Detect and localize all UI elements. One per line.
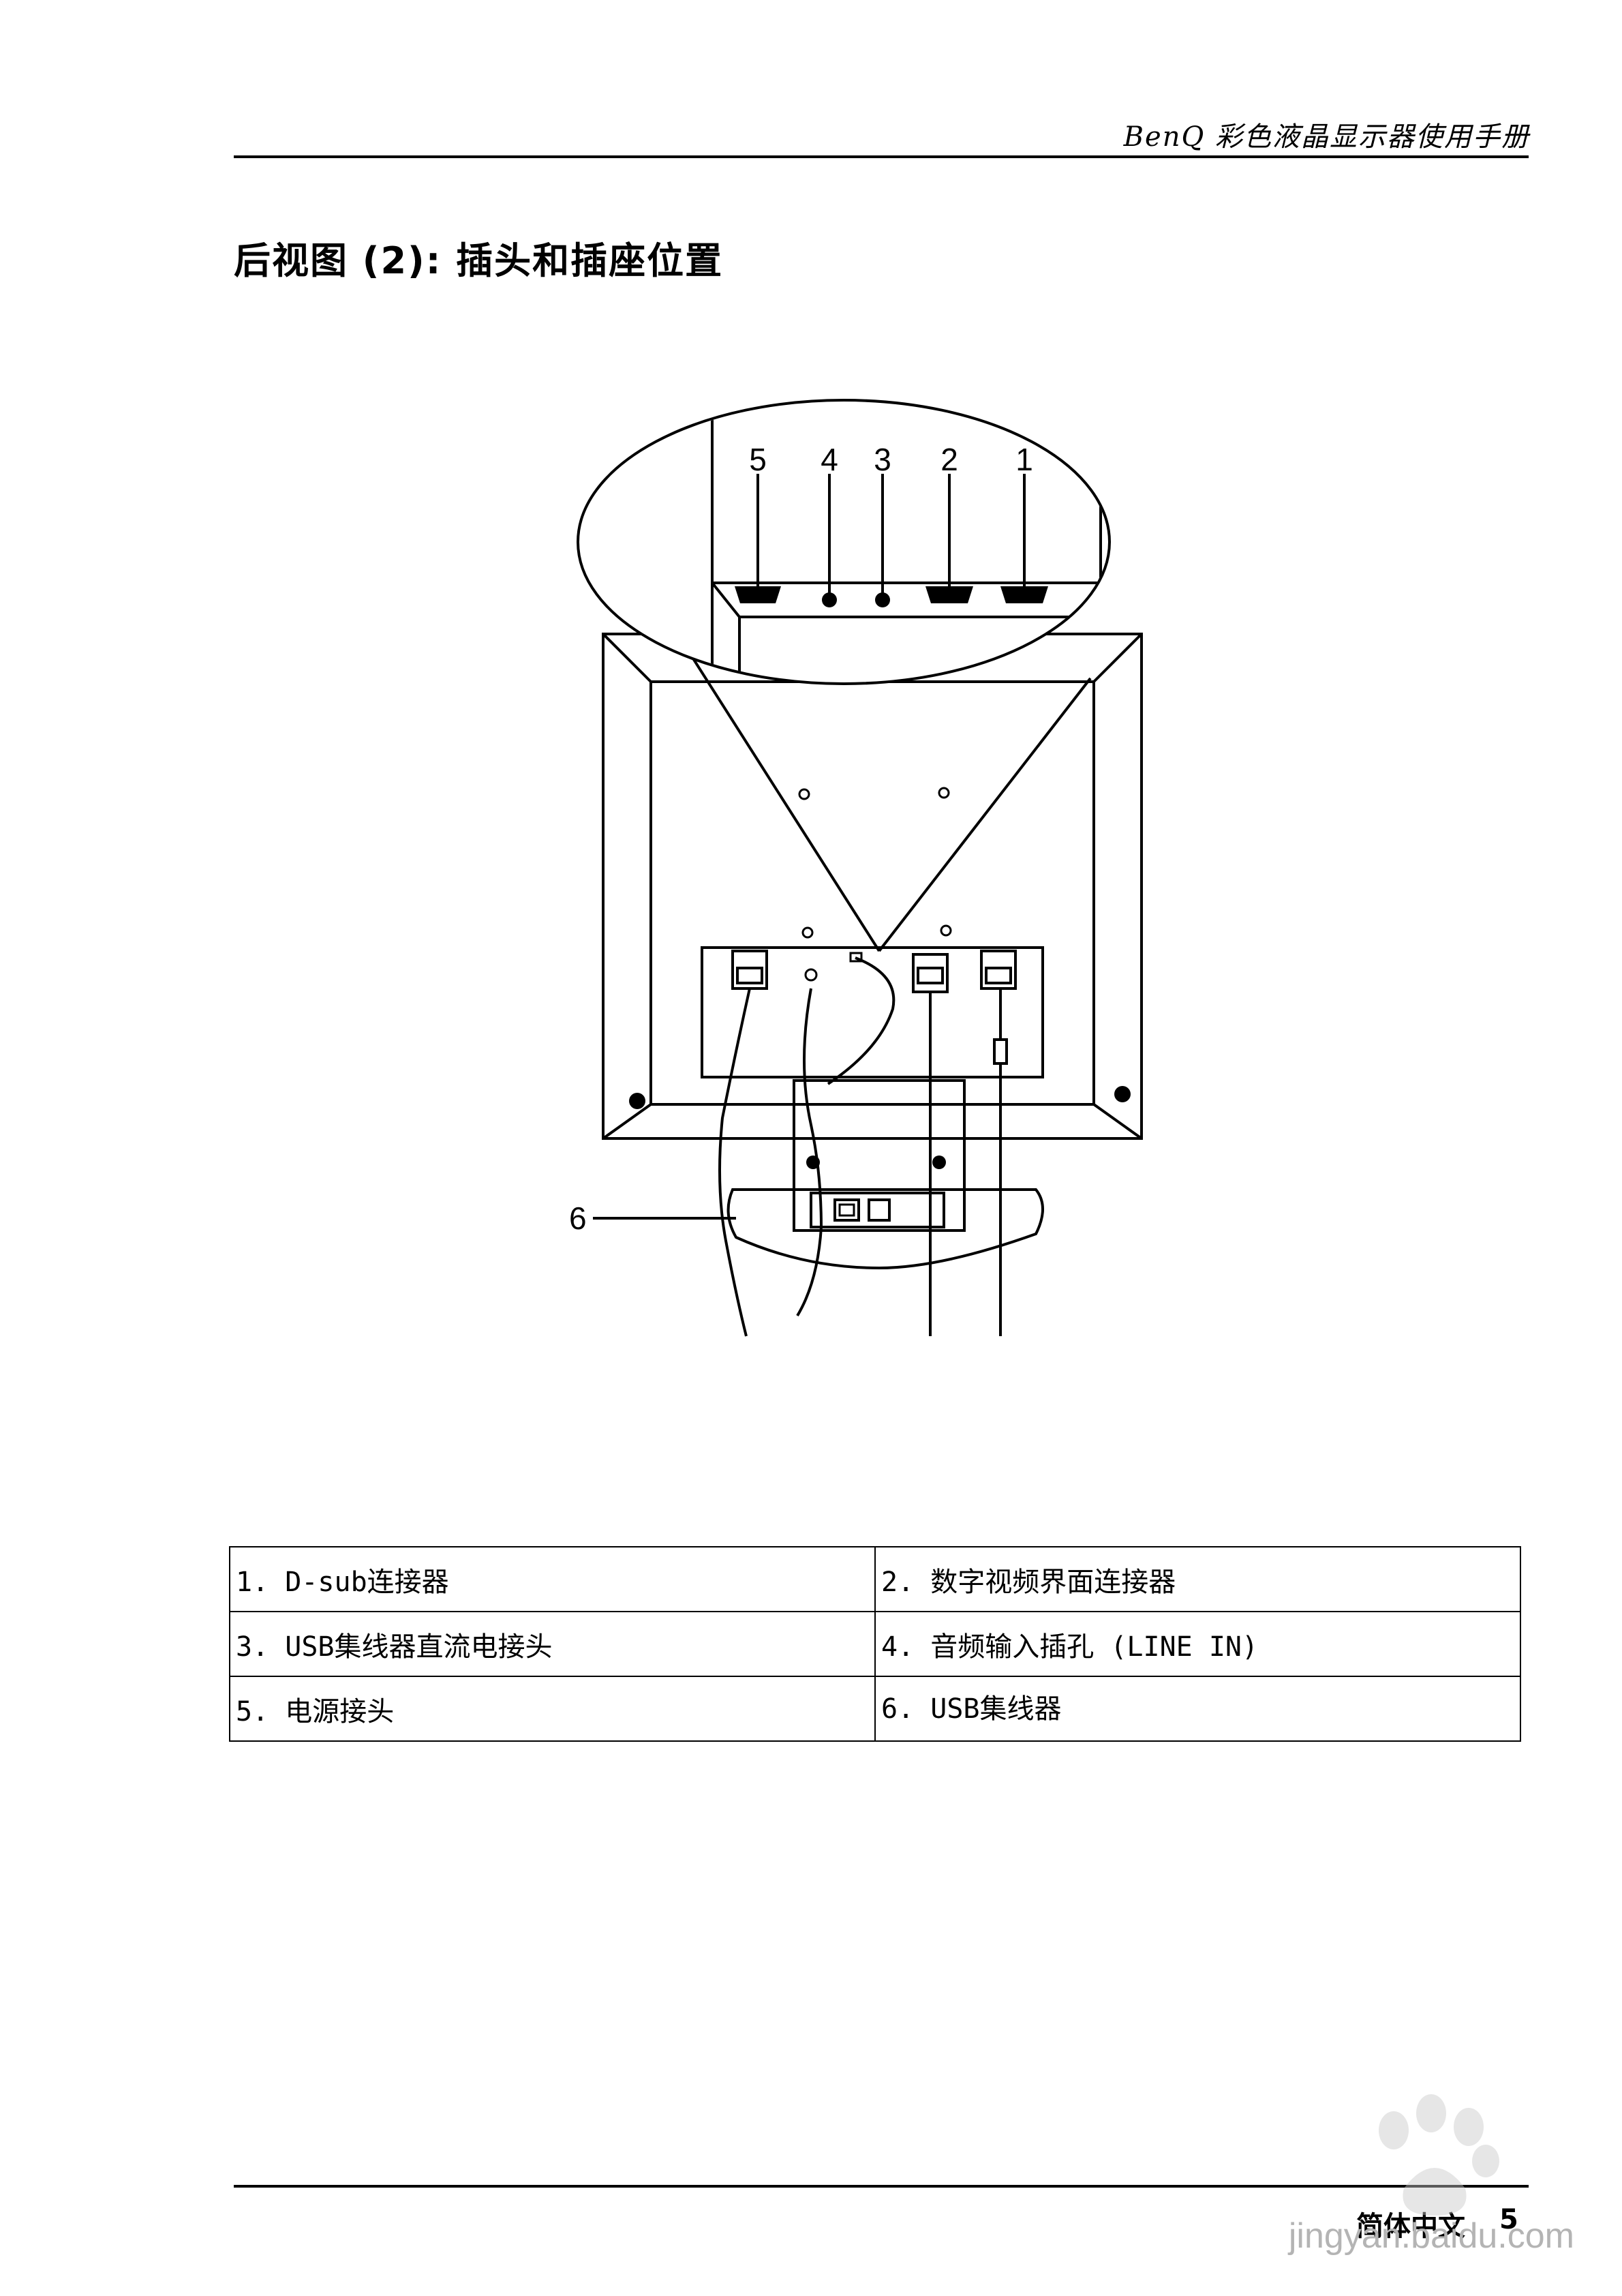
zoom-line-right (878, 677, 1092, 952)
header-rule (234, 155, 1529, 158)
stand-base (726, 1188, 1044, 1270)
legend-cell: 5. 电源接头 (229, 1676, 876, 1742)
callout-5: 5 (749, 442, 767, 477)
footer-language: 简体中文 (1356, 2211, 1465, 2242)
dsub-connector-icon (1000, 586, 1048, 603)
paw-icon (1379, 2094, 1499, 2216)
legend-cell: 6. USB集线器 (874, 1676, 1521, 1742)
running-header: BenQ 彩色液晶显示器使用手册 (1123, 121, 1530, 153)
stand-neck (793, 1079, 966, 1232)
monitor-inner-panel (649, 680, 1095, 1106)
footer-rule (234, 2185, 1529, 2188)
callout-6: 6 (569, 1200, 587, 1236)
legend-cell: 1. D-sub连接器 (229, 1546, 876, 1612)
callout-4: 4 (821, 442, 838, 477)
power-connector-icon (735, 586, 781, 603)
cable-usb-dc (827, 956, 896, 1085)
cable-audio (796, 988, 823, 1317)
audio-jack-icon (822, 592, 837, 607)
page-number: 5 (1499, 2204, 1518, 2235)
legend-cell: 2. 数字视频界面连接器 (874, 1546, 1521, 1612)
connector-panel (701, 946, 1044, 1078)
dc-jack-icon (875, 592, 890, 607)
callout-1: 1 (1015, 442, 1033, 477)
watermark-text: jingyan.baidu.com (1288, 2216, 1574, 2256)
section-title: 后视图 (2): 插头和插座位置 (234, 239, 724, 282)
table-row: 1. D-sub连接器 2. 数字视频界面连接器 (229, 1546, 1521, 1612)
dvi-connector-icon (925, 586, 973, 603)
legend-table: 1. D-sub连接器 2. 数字视频界面连接器 3. USB集线器直流电接头 … (229, 1546, 1521, 1742)
table-row: 3. USB集线器直流电接头 4. 音频输入插孔 (LINE IN) (229, 1611, 1521, 1677)
cable-power (718, 988, 751, 1337)
legend-cell: 3. USB集线器直流电接头 (229, 1611, 876, 1677)
monitor-frame (602, 633, 1143, 1140)
usb-hub-box (810, 1192, 945, 1228)
table-row: 5. 电源接头 6. USB集线器 (229, 1676, 1521, 1742)
zoom-line-left (663, 612, 881, 952)
callout-3: 3 (874, 442, 891, 477)
callout-2: 2 (940, 442, 958, 477)
legend-cell: 4. 音频输入插孔 (LINE IN) (874, 1611, 1521, 1677)
rear-view-diagram: 5 4 3 2 1 6 (569, 399, 1143, 1337)
